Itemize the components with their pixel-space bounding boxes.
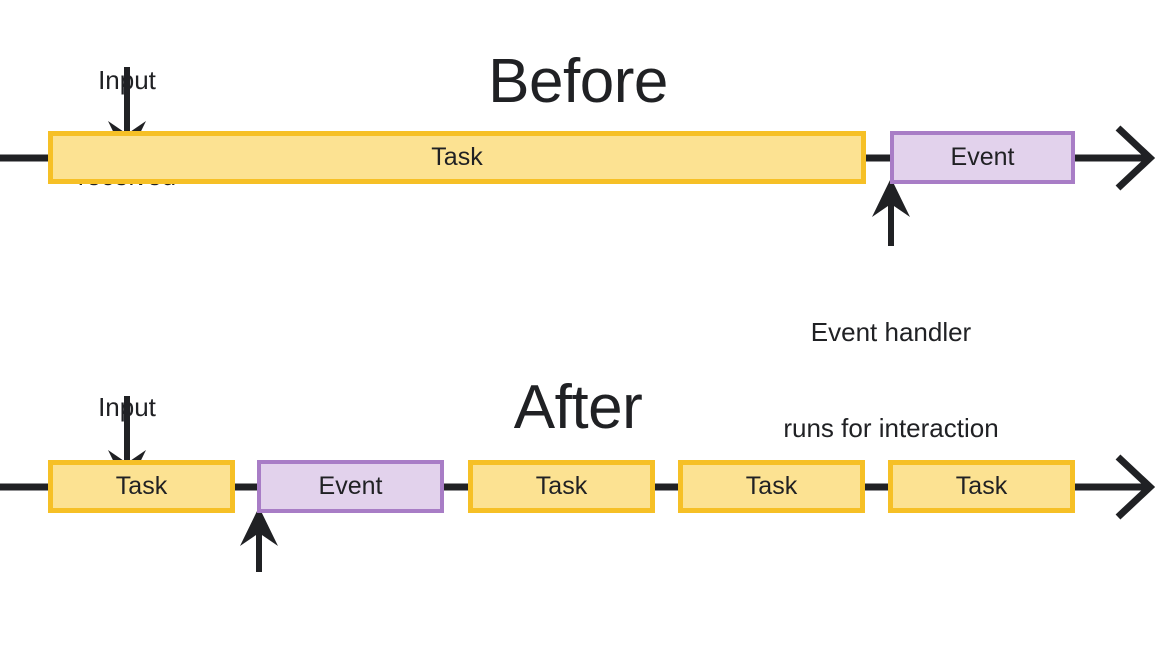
before-handler-arrowhead xyxy=(872,178,910,217)
after-task-box-1[interactable]: Task xyxy=(468,460,655,513)
before-input-received-line1: Input xyxy=(98,65,156,95)
section-title-after: After xyxy=(513,373,643,442)
after-timeline-arrowhead xyxy=(1115,454,1155,520)
before-timeline-arrowhead xyxy=(1115,125,1155,191)
after-task-box-2-label: Task xyxy=(745,472,798,500)
after-event-box-0[interactable]: Event xyxy=(257,460,444,513)
after-event-box-0-label: Event xyxy=(318,472,383,500)
after-task-box-2[interactable]: Task xyxy=(678,460,865,513)
after-input-received-label: Input received xyxy=(78,327,176,583)
before-event-handler-label: Event handler runs for interaction xyxy=(783,252,998,508)
after-input-received-line1: Input xyxy=(98,392,156,422)
before-task-box-0[interactable]: Task xyxy=(48,131,866,184)
before-event-box-0[interactable]: Event xyxy=(890,131,1075,184)
after-handler-arrowhead xyxy=(240,507,278,546)
before-event-handler-line1: Event handler xyxy=(810,317,972,347)
section-title-before: Before xyxy=(488,47,668,116)
after-task-box-3[interactable]: Task xyxy=(888,460,1075,513)
after-task-box-3-label: Task xyxy=(955,472,1008,500)
after-task-box-0[interactable]: Task xyxy=(48,460,235,513)
before-event-handler-line2: runs for interaction xyxy=(783,413,999,443)
after-task-box-1-label: Task xyxy=(535,472,588,500)
before-task-box-0-label: Task xyxy=(431,143,483,171)
after-event-handler-label: Event handler runs for interaction xyxy=(151,578,366,647)
after-event-handler-line1: Event handler xyxy=(151,642,366,647)
before-event-box-0-label: Event xyxy=(950,143,1015,171)
before-input-received-label: Input received xyxy=(78,0,176,256)
after-task-box-0-label: Task xyxy=(115,472,168,500)
